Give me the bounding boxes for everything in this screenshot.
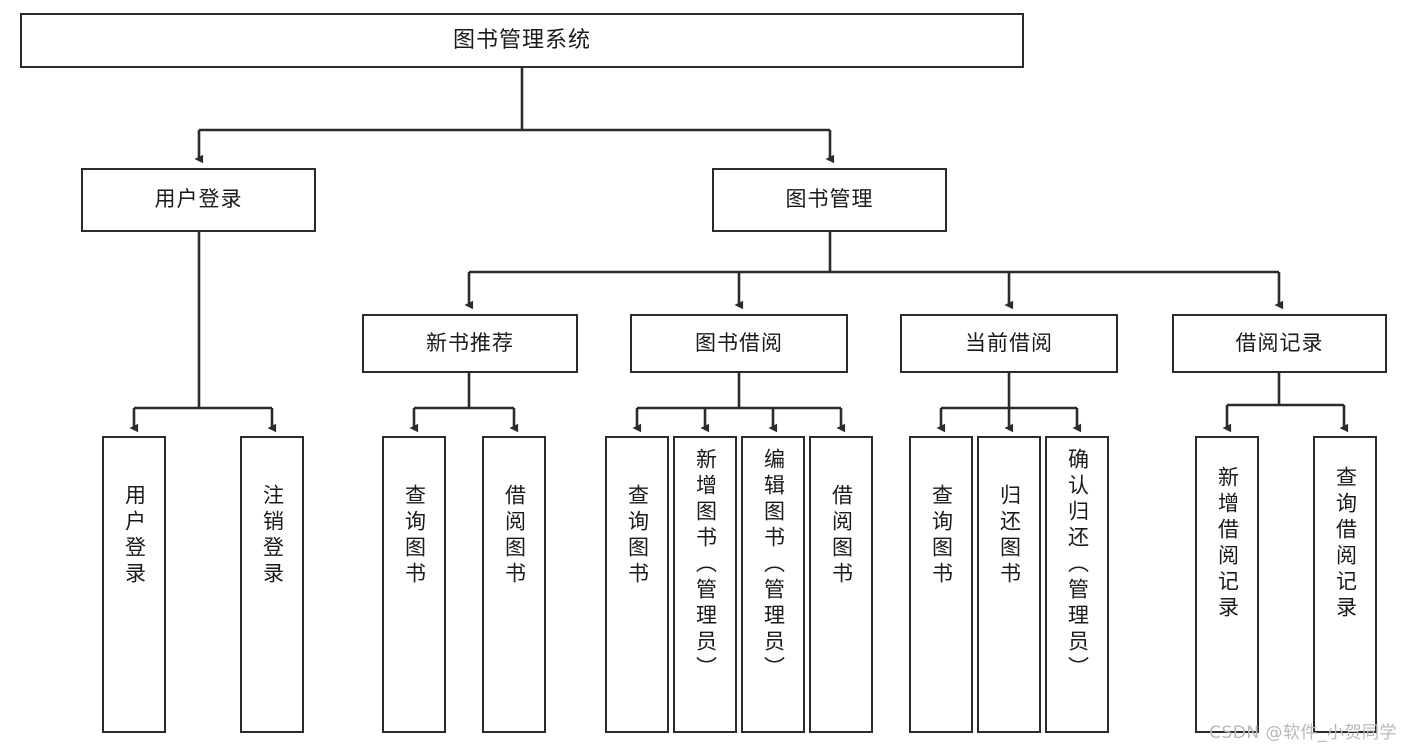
node-leaf-add-record-label: 新增借阅记录 <box>1215 466 1240 622</box>
node-leaf-user-login-label: 用户登录 <box>122 484 147 588</box>
node-leaf-confirm-return[interactable]: 确认归还（管理员） <box>1045 436 1109 733</box>
node-user-login-label: 用户登录 <box>154 187 243 212</box>
node-leaf-add-record[interactable]: 新增借阅记录 <box>1195 436 1259 733</box>
node-new-book-recommend-label: 新书推荐 <box>426 330 514 355</box>
node-book-borrow-label: 图书借阅 <box>695 330 783 355</box>
node-leaf-logout-login[interactable]: 注销登录 <box>240 436 304 733</box>
node-leaf-logout-login-label: 注销登录 <box>260 484 285 588</box>
node-leaf-borrow-book-1[interactable]: 借阅图书 <box>482 436 546 733</box>
node-book-manage[interactable]: 图书管理 <box>712 168 947 232</box>
node-book-borrow[interactable]: 图书借阅 <box>630 314 848 373</box>
node-leaf-query-book-3-label: 查询图书 <box>929 484 954 588</box>
node-leaf-return-book[interactable]: 归还图书 <box>977 436 1041 733</box>
node-leaf-borrow-book-2-label: 借阅图书 <box>829 484 854 588</box>
node-leaf-query-book-2[interactable]: 查询图书 <box>605 436 669 733</box>
node-current-borrow[interactable]: 当前借阅 <box>900 314 1118 373</box>
node-leaf-query-record[interactable]: 查询借阅记录 <box>1313 436 1377 733</box>
watermark-text: CSDN @软件_小贺同学 <box>1209 723 1397 743</box>
node-leaf-query-book-2-label: 查询图书 <box>625 484 650 588</box>
node-leaf-query-book-1[interactable]: 查询图书 <box>382 436 446 733</box>
node-leaf-query-record-label: 查询借阅记录 <box>1333 466 1358 622</box>
node-leaf-user-login[interactable]: 用户登录 <box>102 436 166 733</box>
node-leaf-borrow-book-2[interactable]: 借阅图书 <box>809 436 873 733</box>
node-leaf-edit-book-label: 编辑图书（管理员） <box>761 448 786 682</box>
node-borrow-record-label: 借阅记录 <box>1235 330 1324 355</box>
node-leaf-borrow-book-1-label: 借阅图书 <box>502 484 527 588</box>
node-leaf-query-book-1-label: 查询图书 <box>402 484 427 588</box>
node-user-login[interactable]: 用户登录 <box>81 168 316 232</box>
node-leaf-edit-book[interactable]: 编辑图书（管理员） <box>741 436 805 733</box>
node-leaf-query-book-3[interactable]: 查询图书 <box>909 436 973 733</box>
node-root-label: 图书管理系统 <box>452 27 591 53</box>
node-leaf-return-book-label: 归还图书 <box>997 484 1022 588</box>
node-leaf-add-book[interactable]: 新增图书（管理员） <box>673 436 737 733</box>
node-borrow-record[interactable]: 借阅记录 <box>1172 314 1387 373</box>
node-current-borrow-label: 当前借阅 <box>965 330 1053 355</box>
node-book-manage-label: 图书管理 <box>785 187 874 212</box>
node-new-book-recommend[interactable]: 新书推荐 <box>362 314 578 373</box>
node-leaf-add-book-label: 新增图书（管理员） <box>693 448 718 682</box>
node-root[interactable]: 图书管理系统 <box>20 13 1024 68</box>
node-leaf-confirm-return-label: 确认归还（管理员） <box>1065 448 1090 682</box>
